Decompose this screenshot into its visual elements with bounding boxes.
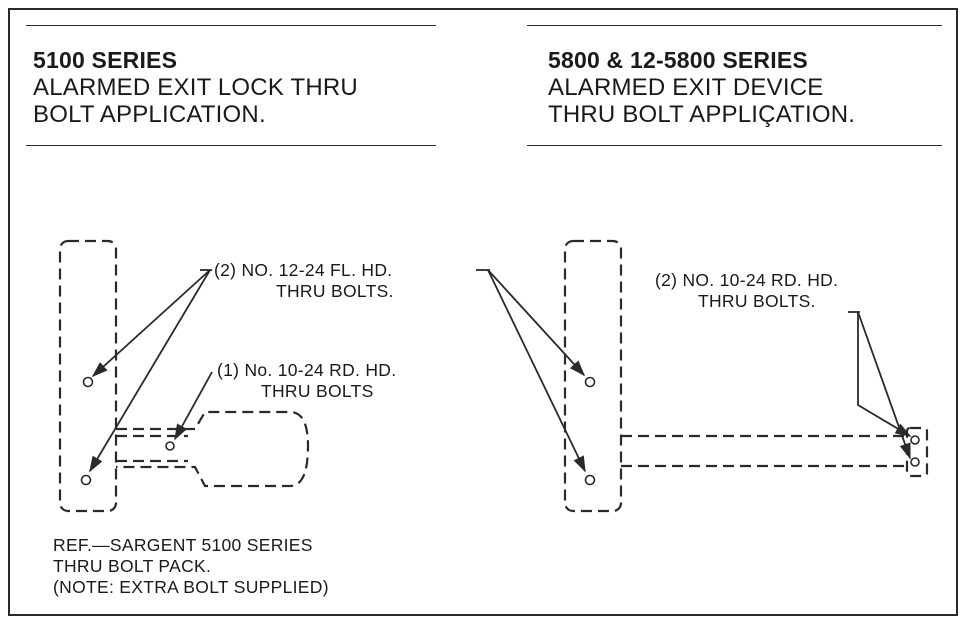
right-series-title: 5800 & 12-5800 SERIES bbox=[548, 47, 808, 73]
right-push-bar-outline bbox=[621, 434, 907, 468]
left-description-line-1: ALARMED EXIT LOCK THRU bbox=[33, 74, 358, 101]
callout-fl-hd-line-2: THRU BOLTS. bbox=[276, 281, 394, 301]
left-heading: 5100 SERIES ALARMED EXIT LOCK THRU BOLT … bbox=[33, 47, 358, 128]
reference-note-line-3: (NOTE: EXTRA BOLT SUPPLIED) bbox=[53, 577, 329, 597]
left-series-title: 5100 SERIES bbox=[33, 47, 178, 73]
right-upper-bolt-hole bbox=[584, 376, 596, 388]
reference-note: REF.—SARGENT 5100 SERIES THRU BOLT PACK.… bbox=[53, 535, 329, 598]
left-upper-bolt-hole bbox=[82, 376, 94, 388]
left-lock-body-outline bbox=[58, 239, 118, 513]
right-device-body-outline bbox=[563, 239, 623, 513]
leader-fl-hd-to-left-lower-hole bbox=[89, 269, 211, 473]
leader-rd-hd-to-end-lower-hole bbox=[857, 311, 911, 460]
callout-rd-hd-pair: (2) NO. 10-24 RD. HD. THRU BOLTS. bbox=[655, 270, 838, 312]
right-heading: 5800 & 12-5800 SERIES ALARMED EXIT DEVIC… bbox=[548, 47, 855, 128]
left-description-line-2: BOLT APPLICATION. bbox=[33, 101, 266, 128]
diagram-frame bbox=[8, 8, 958, 616]
leader-fl-hd-to-right-upper-hole bbox=[487, 269, 586, 377]
left-lower-bolt-hole bbox=[80, 474, 92, 486]
right-description-line-2: THRU BOLT APPLIÇATION. bbox=[548, 101, 856, 128]
right-end-lower-bolt-hole bbox=[910, 457, 920, 467]
callout-rd-hd-single: (1) No. 10-24 RD. HD. THRU BOLTS bbox=[217, 360, 396, 402]
leader-rd-hd-to-end-upper-hole bbox=[857, 312, 912, 437]
left-exit-lock-bolt-hole bbox=[165, 441, 175, 451]
right-heading-bottom-rule bbox=[527, 145, 942, 146]
callout-fl-hd-line-1: (2) NO. 12-24 FL. HD. bbox=[214, 260, 393, 280]
callout-rd-hd-pair-line-1: (2) NO. 10-24 RD. HD. bbox=[655, 270, 839, 290]
right-lower-bolt-hole bbox=[584, 474, 596, 486]
callout-rd-hd-single-line-1: (1) No. 10-24 RD. HD. bbox=[217, 360, 397, 380]
right-heading-top-rule bbox=[527, 25, 942, 26]
leader-rd-hd-to-exit-lock-hole bbox=[174, 371, 213, 441]
reference-note-line-2: THRU BOLT PACK. bbox=[53, 556, 212, 576]
leader-fl-hd-to-left-upper-hole bbox=[91, 269, 211, 378]
left-heading-bottom-rule bbox=[26, 145, 436, 146]
callout-fl-hd-bolts: (2) NO. 12-24 FL. HD. THRU BOLTS. bbox=[214, 260, 394, 302]
right-end-upper-bolt-hole bbox=[910, 435, 920, 445]
left-heading-top-rule bbox=[26, 25, 436, 26]
left-exit-lock-outline bbox=[116, 410, 310, 488]
reference-note-line-1: REF.—SARGENT 5100 SERIES bbox=[53, 535, 313, 555]
right-description-line-1: ALARMED EXIT DEVICE bbox=[548, 74, 824, 101]
callout-rd-hd-pair-line-2: THRU BOLTS. bbox=[698, 291, 816, 311]
leader-fl-hd-to-right-lower-hole bbox=[487, 269, 586, 473]
callout-rd-hd-single-line-2: THRU BOLTS bbox=[261, 381, 374, 401]
